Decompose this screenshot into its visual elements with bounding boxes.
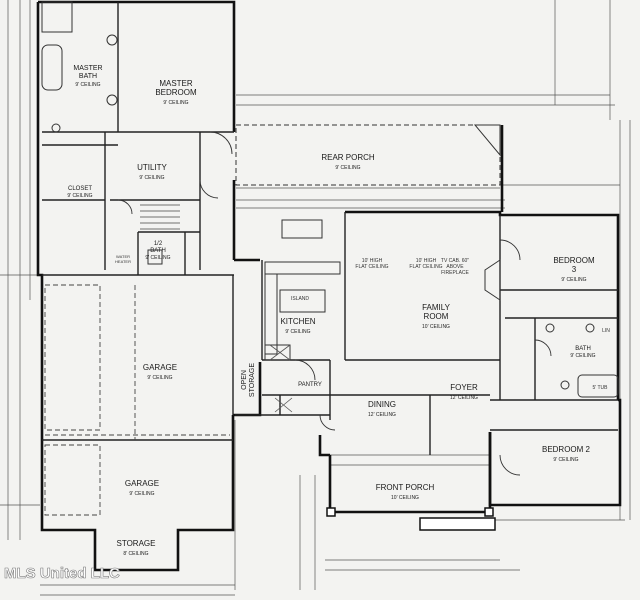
rear-porch-outline: [235, 124, 501, 186]
master-bath-fixtures: [41, 1, 118, 133]
sink-icon: [585, 323, 595, 333]
kitchen-cabinets: [264, 219, 341, 361]
room-label-open-storage: OPENSTORAGE: [241, 363, 256, 397]
half-bath-sink-icon: [147, 249, 163, 265]
sink-icon: [106, 94, 118, 106]
sink-icon: [545, 323, 555, 333]
note-tub: 5' TUB: [592, 385, 608, 391]
watermark: MLS United LLC: [4, 565, 120, 582]
doors: [117, 131, 552, 476]
garage-outline: [44, 284, 230, 516]
note-linen: LIN: [602, 328, 610, 334]
closet-cross-marks: [269, 344, 293, 413]
interior-walls: [42, 2, 618, 455]
front-porch-posts: [326, 507, 496, 531]
dimension-lines: [0, 0, 631, 596]
utility-stairs: [140, 204, 180, 230]
bath-fixtures: [147, 249, 619, 398]
bathtub-icon: [577, 374, 619, 398]
toilet-icon: [51, 123, 61, 133]
kitchen-island: [279, 289, 326, 313]
fireplace: [473, 124, 501, 301]
sink-icon: [106, 34, 118, 46]
bathtub-icon: [41, 44, 63, 91]
room-label-pantry: PANTRY: [298, 382, 322, 388]
note-island: ISLAND: [291, 296, 309, 302]
toilet-icon: [560, 380, 570, 390]
